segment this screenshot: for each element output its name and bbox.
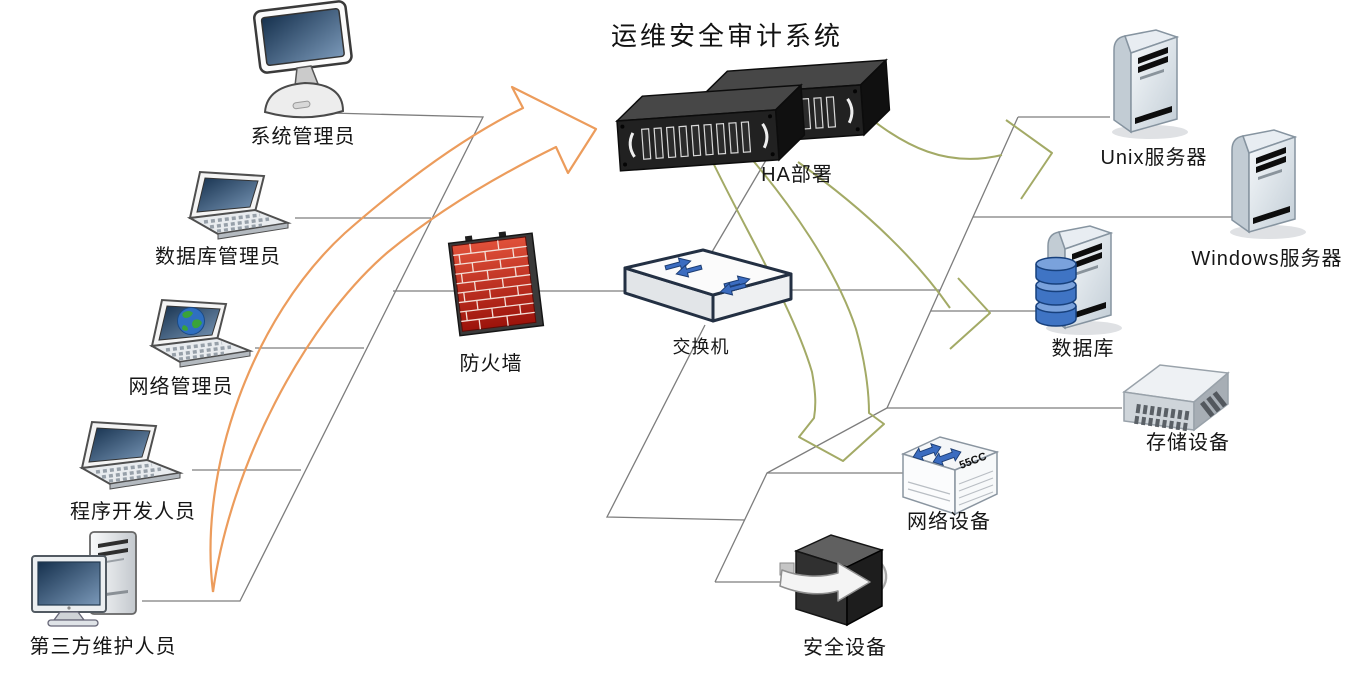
laptop-icon-db-admin [188, 170, 290, 241]
security-device-icon [779, 534, 888, 627]
label-developer: 程序开发人员 [70, 501, 196, 523]
label-system-admin: 系统管理员 [250, 126, 356, 148]
label-storage: 存储设备 [1146, 432, 1230, 454]
olive-arrowhead-unix [1005, 119, 1053, 200]
desktop-pc-icon [31, 531, 137, 627]
left-bus-line [142, 112, 485, 602]
switch-bottom-link [605, 324, 746, 521]
olive-arrowhead-database [949, 277, 991, 350]
label-windows-server: Windows服务器 [1191, 248, 1343, 270]
label-db-admin: 数据库管理员 [155, 246, 281, 268]
label-ha-deploy: HA部署 [761, 164, 833, 186]
imac-icon [252, 0, 353, 119]
label-security-device: 安全设备 [803, 637, 887, 659]
label-network-admin: 网络管理员 [128, 376, 234, 398]
diagram-title: 运维安全审计系统 [610, 21, 844, 51]
olive-arrow-to-database [797, 161, 951, 309]
laptop-globe-icon-network-admin [150, 298, 252, 369]
storage-icon [1122, 364, 1230, 432]
label-switch: 交换机 [672, 337, 730, 357]
ha-rack-icon [613, 58, 893, 173]
label-database: 数据库 [1051, 338, 1115, 360]
windows-server-icon [1229, 129, 1307, 240]
right-bus-line [714, 116, 1019, 583]
ha-switch-link [711, 149, 773, 253]
laptop-icon-developer [80, 420, 182, 491]
label-third-party: 第三方维护人员 [29, 636, 177, 658]
label-firewall: 防火墙 [459, 353, 523, 375]
label-unix-server: Unix服务器 [1100, 147, 1208, 169]
label-network-device: 网络设备 [907, 511, 991, 533]
orange-access-flow-arrow [209, 85, 598, 593]
firewall-icon [447, 231, 545, 337]
database-server-icon [1035, 225, 1123, 336]
unix-server-icon [1111, 29, 1189, 140]
network-device-icon: 55CC [900, 436, 1000, 516]
switch-icon [623, 248, 793, 323]
